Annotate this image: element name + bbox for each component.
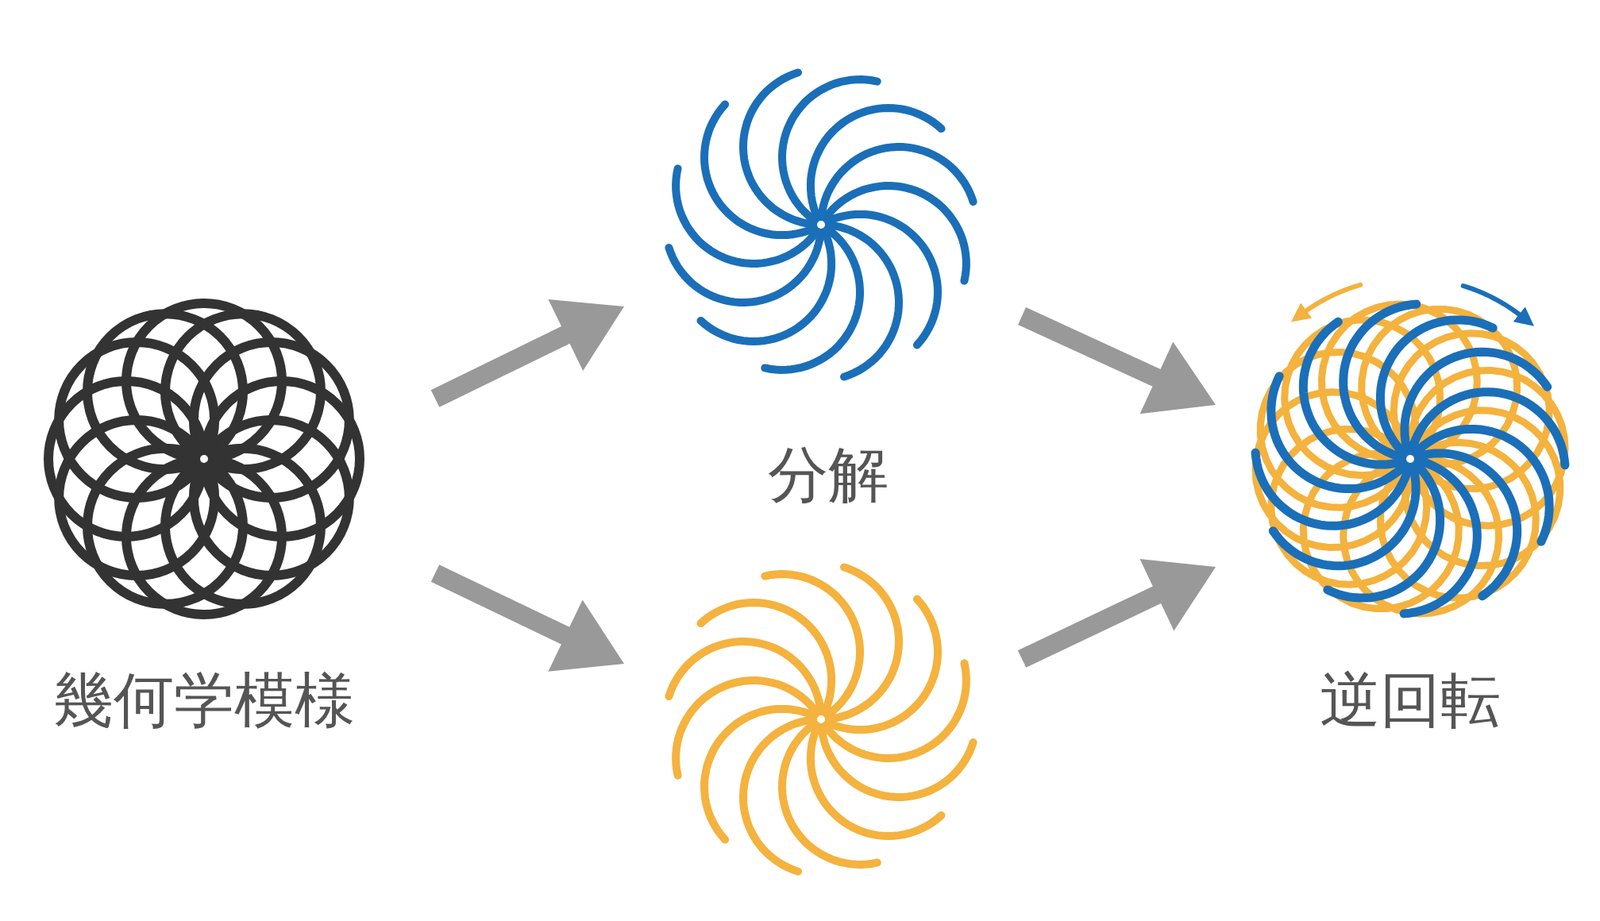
spiral-arm (829, 599, 939, 731)
spiral-arm (675, 168, 816, 264)
caption-label: 逆回転 (1319, 666, 1501, 734)
rosette-circle (87, 313, 243, 470)
center-dot (1406, 454, 1415, 463)
center-dot (200, 454, 209, 463)
spiral-core (813, 217, 829, 232)
rotation-arrow (1463, 285, 1527, 320)
spiral-arm (743, 720, 812, 872)
blue-spiral (668, 72, 973, 377)
spiral-arm (821, 728, 974, 798)
rosette-circle (58, 342, 215, 498)
rosette-pattern (48, 303, 360, 615)
spiral-arm (1260, 351, 1416, 508)
spiral-arm (1303, 321, 1403, 465)
spiral-arm (704, 104, 814, 236)
spiral-arm (829, 214, 939, 346)
spiral-arm (810, 107, 942, 217)
flow-arrow (431, 564, 625, 672)
spiral-arm (675, 680, 816, 776)
spiral-arm (1271, 376, 1406, 490)
caption-label: 幾何学模様 (53, 666, 355, 734)
orange-spiral (668, 566, 973, 872)
spiral-arm (821, 146, 974, 216)
spiral-arm (668, 234, 821, 303)
center-dot (817, 220, 826, 229)
center-dot (817, 715, 826, 724)
rotation-arrows (1299, 285, 1527, 321)
flow-arrow (1017, 307, 1216, 414)
spiral-arm (743, 72, 812, 224)
spiral-core (813, 712, 829, 727)
flow-arrow (431, 299, 625, 408)
spiral-arm (830, 225, 899, 378)
spiral-arm (704, 709, 814, 841)
spiral-arm (826, 663, 967, 759)
spiral-arm (810, 728, 942, 837)
flow-arrow (1017, 559, 1216, 668)
spiral-arm (701, 233, 833, 343)
spiral-arm (764, 574, 860, 714)
spiral-arm (830, 566, 899, 719)
spiral-arm (701, 602, 833, 712)
spiral-arm (782, 724, 878, 865)
spiral-arm (668, 641, 821, 710)
rotation-arrow (1299, 285, 1361, 317)
spiral-core (1403, 451, 1418, 467)
rosette-core (186, 441, 222, 477)
caption-label: 分解 (767, 441, 889, 509)
combined-spiral (1255, 304, 1566, 614)
